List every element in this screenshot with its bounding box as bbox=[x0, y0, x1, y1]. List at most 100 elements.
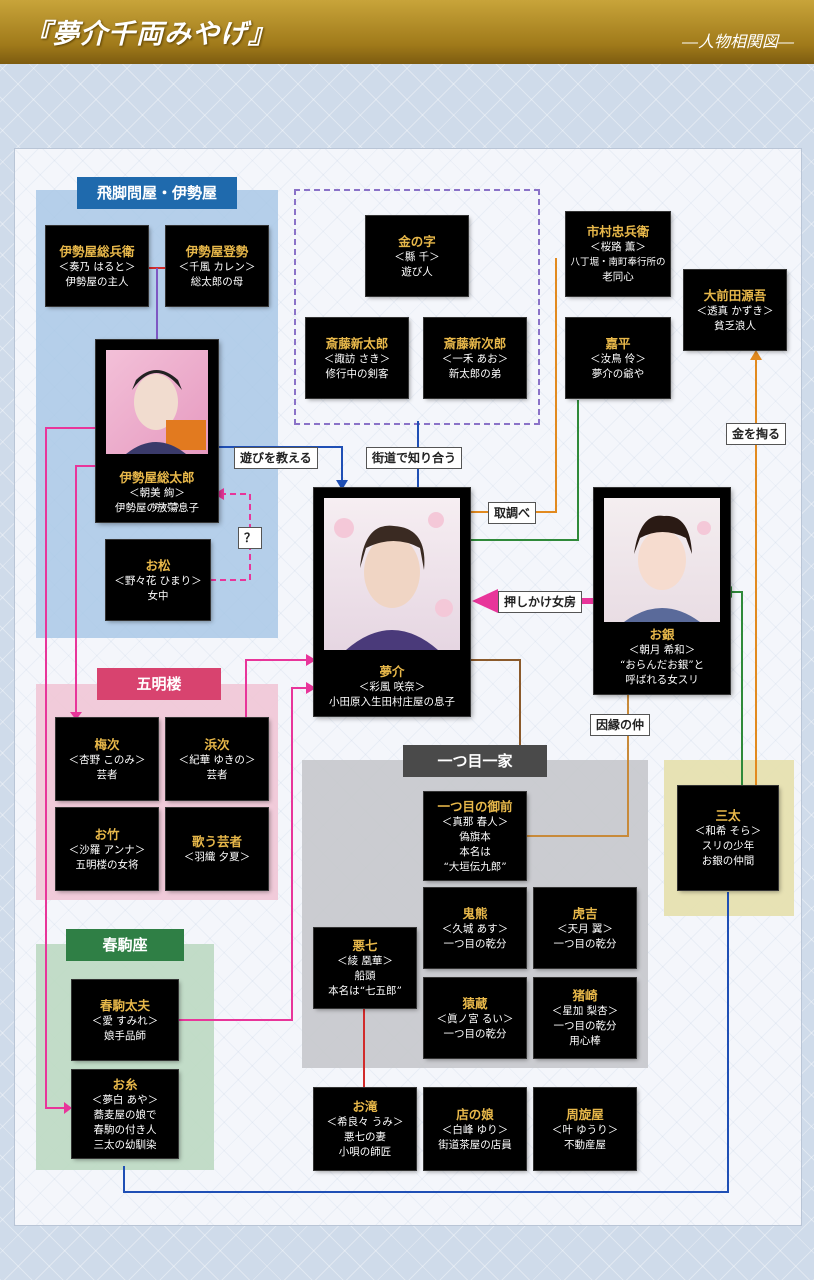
label-question: ？ bbox=[238, 527, 263, 549]
actor-shinjiro: ＜一禾 あお＞ bbox=[441, 352, 509, 365]
role2-oito: 春駒の付き人 bbox=[93, 1123, 157, 1136]
role-otake: 五明楼の女将 bbox=[75, 858, 139, 871]
role-kinnoji: 遊び人 bbox=[401, 265, 433, 278]
card-ogin: お銀 ＜朝月 希和＞ “おらんだお銀”と 呼ばれる女スリ bbox=[594, 488, 730, 694]
card-saruzo: 猿蔵 ＜眞ノ宮 るい＞ 一つ目の乾分 bbox=[424, 978, 526, 1058]
caption-sotaro: 伊勢屋総太郎 ＜朝美 絢＞ ほうとう 伊勢屋の放蕩息子 bbox=[96, 469, 218, 516]
card-harukomadayu: 春駒太夫 ＜愛 すみれ＞ 娘手品師 bbox=[72, 980, 178, 1060]
label-asobi: 遊びを教える bbox=[234, 447, 318, 469]
card-sotaro: 伊勢屋総太郎 ＜朝美 絢＞ ほうとう 伊勢屋の放蕩息子 bbox=[96, 340, 218, 522]
name-saruzo: 猿蔵 bbox=[462, 995, 488, 1011]
card-akushichi: 悪七 ＜綾 凰華＞ 船頭 本名は“七五郎” bbox=[314, 928, 416, 1008]
role2-otaki: 小唄の師匠 bbox=[338, 1146, 392, 1158]
page-subtitle: ―人物相関図― bbox=[681, 32, 794, 51]
card-gozen: 一つ目の御前 ＜真那 春人＞ 偽旗本 本名は “大垣伝九郎” bbox=[424, 792, 526, 880]
role1-inoshishi: 一つ目の乾分 bbox=[553, 1020, 617, 1032]
actor-ogin: ＜朝月 希和＞ bbox=[628, 644, 696, 656]
actor-ichimura: ＜桜路 薫＞ bbox=[590, 241, 646, 253]
role1-ogin: “おらんだお銀”と bbox=[619, 659, 705, 671]
portrait-yumesuke bbox=[324, 498, 460, 650]
name-torakichi: 虎吉 bbox=[572, 905, 598, 921]
name-sotaro: 伊勢屋総太郎 bbox=[119, 470, 195, 485]
role2-gozen: 本名は bbox=[459, 845, 491, 858]
actor-sanda: ＜和希 そら＞ bbox=[694, 825, 762, 837]
actor-misemusume: ＜白峰 ゆり＞ bbox=[441, 1123, 509, 1136]
role-torakichi: 一つ目の乾分 bbox=[553, 937, 617, 950]
caption-yumesuke: 夢介 ＜彩風 咲奈＞ 小田原入生田村庄屋の息子 bbox=[314, 663, 470, 710]
actor-otaki: ＜希良々 うみ＞ bbox=[326, 1116, 404, 1128]
actor-inoshishi: ＜星加 梨杏＞ bbox=[551, 1005, 619, 1017]
name-yumesuke: 夢介 bbox=[379, 664, 405, 679]
role1-gozen: 偽旗本 bbox=[459, 830, 491, 843]
actor-hamaji: ＜紀華 ゆきの＞ bbox=[178, 753, 256, 766]
name-sanda: 三太 bbox=[715, 808, 741, 823]
card-omaeda: 大前田源吾 ＜透真 かずき＞ 貧乏浪人 bbox=[684, 270, 786, 350]
name-utageisha: 歌う芸者 bbox=[191, 834, 242, 849]
label-innen: 因縁の仲 bbox=[590, 714, 651, 736]
role-umeji: 芸者 bbox=[96, 768, 118, 781]
card-ichimura: 市村忠兵衛 ＜桜路 薫＞ 八丁堀・南町奉行所の 老同心 bbox=[566, 212, 670, 296]
actor-omaeda: ＜透真 かずき＞ bbox=[696, 304, 774, 317]
card-isesoubee: 伊勢屋総兵衛 ＜奏乃 はると＞ 伊勢屋の主人 bbox=[46, 226, 148, 306]
label-kaido: 街道で知り合う bbox=[366, 447, 463, 469]
group-hitotsume-label: 一つ目一家 bbox=[403, 745, 547, 777]
label-kane: 金を掏る bbox=[726, 423, 787, 445]
card-onikuma: 鬼熊 ＜久城 あす＞ 一つ目の乾分 bbox=[424, 888, 526, 968]
card-umeji: 梅次 ＜杏野 このみ＞ 芸者 bbox=[56, 718, 158, 800]
name-ogin: お銀 bbox=[649, 627, 675, 642]
name-otake: お竹 bbox=[94, 826, 120, 842]
role-shusenya: 不動産屋 bbox=[564, 1138, 606, 1151]
name-kahei: 嘉平 bbox=[605, 335, 631, 351]
role3-gozen: “大垣伝九郎” bbox=[443, 860, 507, 873]
role1-ichimura: 八丁堀・南町奉行所の bbox=[570, 257, 666, 268]
group-gomei-label: 五明楼 bbox=[97, 668, 221, 700]
role-harukomadayu: 娘手品師 bbox=[104, 1029, 146, 1042]
card-kinnoji: 金の字 ＜縣 千＞ 遊び人 bbox=[366, 216, 468, 296]
name-umeji: 梅次 bbox=[94, 736, 120, 752]
role-kahei: 夢介の爺や bbox=[591, 367, 645, 380]
card-hamaji: 浜次 ＜紀華 ゆきの＞ 芸者 bbox=[166, 718, 268, 800]
actor-yumesuke: ＜彩風 咲奈＞ bbox=[358, 681, 426, 693]
name-harukomadayu: 春駒太夫 bbox=[99, 997, 150, 1013]
name-kinnoji: 金の字 bbox=[398, 233, 436, 249]
card-inoshishi: 猪崎 ＜星加 梨杏＞ 一つ目の乾分 用心棒 bbox=[534, 978, 636, 1058]
group-harukoma-label: 春駒座 bbox=[66, 929, 184, 961]
card-utageisha: 歌う芸者 ＜羽織 夕夏＞ bbox=[166, 808, 268, 890]
name-akushichi: 悪七 bbox=[352, 938, 378, 953]
actor-utageisha: ＜羽織 夕夏＞ bbox=[183, 851, 251, 863]
actor-umeji: ＜杏野 このみ＞ bbox=[68, 753, 146, 766]
actor-kinnoji: ＜縣 千＞ bbox=[394, 250, 440, 263]
actor-isetose: ＜千風 カレン＞ bbox=[178, 260, 256, 273]
name-ichimura: 市村忠兵衛 bbox=[586, 224, 650, 239]
caption-ogin: お銀 ＜朝月 希和＞ “おらんだお銀”と 呼ばれる女スリ bbox=[594, 626, 730, 688]
actor-torakichi: ＜天月 翼＞ bbox=[557, 922, 613, 935]
role-isetose: 総太郎の母 bbox=[190, 275, 244, 288]
name-omaeda: 大前田源吾 bbox=[703, 287, 767, 303]
role3-oito: 三太の幼馴染 bbox=[93, 1138, 157, 1151]
role-omaeda: 貧乏浪人 bbox=[714, 319, 756, 332]
role-shintaro: 修行中の剣客 bbox=[325, 367, 389, 380]
name-hamaji: 浜次 bbox=[204, 736, 230, 752]
yumesuke-illustration bbox=[334, 512, 453, 650]
card-torakichi: 虎吉 ＜天月 翼＞ 一つ目の乾分 bbox=[534, 888, 636, 968]
actor-kahei: ＜汝鳥 伶＞ bbox=[590, 352, 646, 365]
name-shinjiro: 斎藤新次郎 bbox=[443, 335, 507, 351]
actor-sotaro: ＜朝美 絢＞ bbox=[129, 487, 185, 499]
role2-ogin: 呼ばれる女スリ bbox=[625, 674, 699, 686]
header-bar: 『夢介千両みやげ』 ―人物相関図― bbox=[0, 0, 814, 64]
name-omatsu: お松 bbox=[145, 557, 171, 573]
label-torishirabe: 取調べ bbox=[488, 502, 537, 524]
card-misemusume: 店の娘 ＜白峰 ゆり＞ 街道茶屋の店員 bbox=[424, 1088, 526, 1170]
actor-isesoubee: ＜奏乃 はると＞ bbox=[58, 260, 136, 273]
role1-akushichi: 船頭 bbox=[354, 970, 376, 982]
role-shinjiro: 新太郎の弟 bbox=[448, 367, 502, 380]
name-inoshishi: 猪崎 bbox=[572, 988, 598, 1003]
name-shusenya: 周旋屋 bbox=[566, 1106, 604, 1122]
actor-harukomadayu: ＜愛 すみれ＞ bbox=[91, 1014, 159, 1027]
portrait-ogin bbox=[604, 498, 720, 622]
name-isetose: 伊勢屋登勢 bbox=[185, 243, 249, 259]
actor-otake: ＜沙羅 アンナ＞ bbox=[68, 843, 146, 856]
group-hikyaku-label: 飛脚問屋・伊勢屋 bbox=[77, 177, 237, 209]
name-onikuma: 鬼熊 bbox=[462, 905, 488, 921]
name-oito: お糸 bbox=[112, 1076, 138, 1092]
